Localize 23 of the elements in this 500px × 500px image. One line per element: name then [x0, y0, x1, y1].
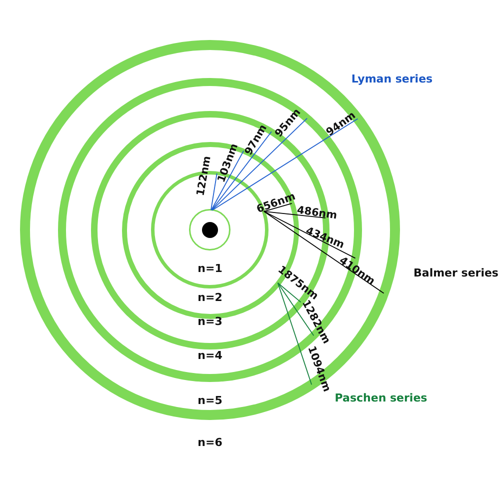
wavelength-label: 486nm	[296, 204, 338, 222]
spectral-line	[211, 131, 272, 211]
spectral-line	[210, 172, 218, 210]
spectral-line	[263, 210, 384, 294]
orbit-label: n=5	[198, 394, 222, 407]
spectral-line	[277, 282, 312, 386]
spectral-line	[210, 150, 244, 210]
spectral-line	[263, 202, 292, 212]
orbit-label: n=2	[198, 291, 222, 304]
spectral-line	[277, 282, 302, 303]
spectral-line	[263, 210, 356, 259]
spectral-line	[277, 282, 314, 336]
series-label: Balmer series	[414, 266, 498, 280]
series-label: Lyman series	[351, 72, 433, 86]
orbit-label: n=6	[198, 436, 222, 449]
orbit-label: n=1	[198, 262, 222, 275]
orbit-label: n=3	[198, 315, 222, 328]
spectral-line	[212, 118, 358, 211]
spectral-line	[263, 210, 326, 218]
wavelength-label: 122nm	[194, 155, 214, 197]
series-label: Paschen series	[334, 392, 428, 404]
orbit-label: n=4	[198, 349, 222, 362]
spectral-line	[212, 118, 308, 211]
